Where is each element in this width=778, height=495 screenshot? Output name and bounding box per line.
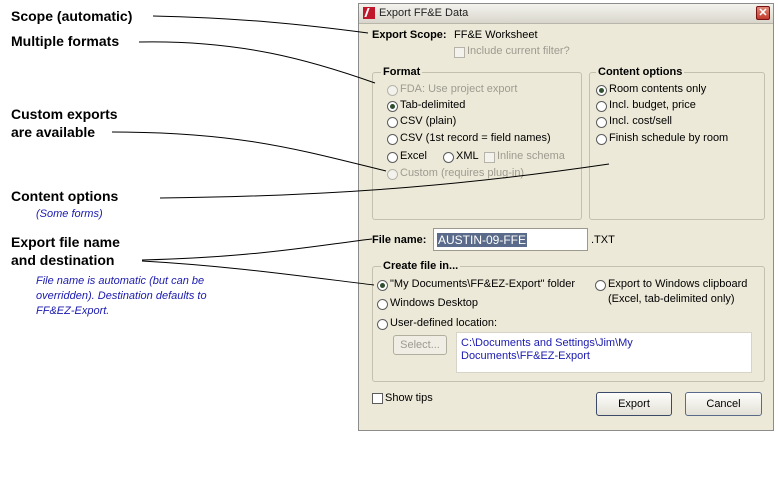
leader-formats — [138, 41, 376, 84]
dest-clipboard-label-2: (Excel, tab-delimited only) — [608, 293, 735, 305]
content-room-only-label: Room contents only — [609, 83, 707, 95]
annotation-content-sub: (Some forms) — [36, 208, 103, 220]
include-filter-label: Include current filter? — [467, 45, 570, 57]
dest-radio-my-documents[interactable] — [377, 280, 388, 291]
content-radio-cost[interactable] — [596, 117, 607, 128]
format-legend: Format — [381, 66, 423, 78]
location-path-text: C:\Documents and Settings\Jim\My Documen… — [461, 337, 633, 362]
leader-scope — [152, 15, 369, 34]
dest-desktop-label: Windows Desktop — [390, 297, 479, 309]
annotation-custom-line2: are available — [11, 124, 96, 140]
content-options-group: Content options — [589, 66, 765, 220]
annotation-file-sub2: overridden). Destination defaults to — [36, 290, 207, 302]
content-budget-label: Incl. budget, price — [609, 99, 696, 111]
content-finish-label: Finish schedule by room — [609, 132, 729, 144]
close-icon[interactable]: ✕ — [756, 6, 770, 20]
select-location-button[interactable]: Select... — [393, 335, 447, 355]
leader-file-name — [141, 238, 373, 261]
title-bar[interactable]: Export FF&E Data ✕ — [359, 4, 773, 24]
dest-clipboard-label-1: Export to Windows clipboard — [608, 278, 748, 290]
dialog-title: Export FF&E Data — [379, 7, 469, 19]
format-radio-xml[interactable] — [443, 152, 454, 163]
format-tab-label: Tab-delimited — [400, 99, 466, 111]
format-radio-tab[interactable] — [387, 101, 398, 112]
create-file-legend: Create file in... — [381, 260, 461, 272]
show-tips-label: Show tips — [385, 392, 433, 404]
format-radio-fda[interactable] — [387, 85, 398, 96]
file-name-value: AUSTIN-09-FFE — [437, 233, 528, 247]
annotation-content: Content options — [11, 188, 119, 204]
format-radio-custom[interactable] — [387, 169, 398, 180]
annotation-file-sub1: File name is automatic (but can be — [36, 275, 205, 287]
format-radio-excel[interactable] — [387, 152, 398, 163]
format-csv-plain-label: CSV (plain) — [400, 115, 457, 127]
inline-schema-label: Inline schema — [497, 150, 565, 162]
format-fda-label: FDA: Use project export — [400, 83, 518, 95]
leader-custom — [111, 131, 387, 172]
show-tips-checkbox[interactable] — [372, 393, 383, 404]
create-file-group: Create file in... — [372, 260, 765, 382]
file-name-label: File name: — [372, 234, 427, 246]
format-xml-label: XML — [456, 150, 479, 162]
location-path-box: C:\Documents and Settings\Jim\My Documen… — [456, 332, 752, 373]
annotation-file-sub3: FF&EZ-Export. — [36, 305, 110, 317]
dest-radio-clipboard[interactable] — [595, 280, 606, 291]
inline-schema-checkbox[interactable] — [484, 152, 495, 163]
content-cost-label: Incl. cost/sell — [609, 115, 672, 127]
format-excel-label: Excel — [400, 150, 427, 162]
dest-my-documents-label: "My Documents\FF&EZ-Export" folder — [390, 278, 576, 290]
include-filter-checkbox[interactable] — [454, 47, 465, 58]
file-extension: .TXT — [591, 234, 615, 246]
format-radio-csv-names[interactable] — [387, 134, 398, 145]
export-scope-value: FF&E Worksheet — [454, 29, 538, 41]
annotation-scope: Scope (automatic) — [11, 8, 133, 24]
annotation-formats: Multiple formats — [11, 33, 120, 49]
content-options-legend: Content options — [596, 66, 685, 78]
content-radio-room-only[interactable] — [596, 85, 607, 96]
format-custom-label: Custom (requires plug-in) — [400, 167, 525, 179]
file-name-input[interactable]: AUSTIN-09-FFE — [433, 228, 588, 251]
content-radio-budget[interactable] — [596, 101, 607, 112]
format-radio-csv-plain[interactable] — [387, 117, 398, 128]
annotation-custom-line1: Custom exports — [11, 106, 118, 122]
export-dialog: Export FF&E Data ✕ Export Scope: FF&E Wo… — [358, 3, 774, 431]
cancel-button[interactable]: Cancel — [685, 392, 762, 416]
app-icon — [363, 7, 375, 19]
dest-user-defined-label: User-defined location: — [390, 317, 498, 329]
annotation-file-line2: and destination — [11, 252, 115, 268]
format-csv-names-label: CSV (1st record = field names) — [400, 132, 551, 144]
annotation-file-line1: Export file name — [11, 234, 120, 250]
export-scope-label: Export Scope: — [372, 29, 447, 41]
dest-radio-desktop[interactable] — [377, 299, 388, 310]
content-radio-finish[interactable] — [596, 134, 607, 145]
export-button[interactable]: Export — [596, 392, 672, 416]
dest-radio-user-defined[interactable] — [377, 319, 388, 330]
